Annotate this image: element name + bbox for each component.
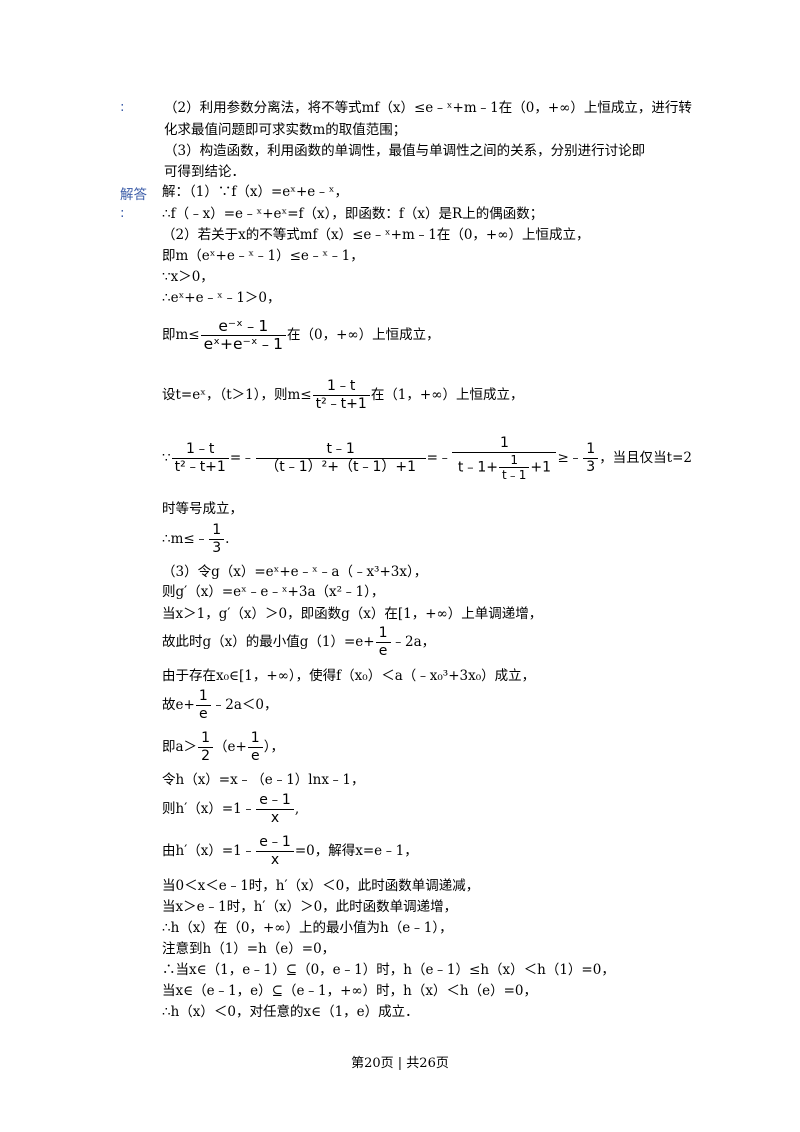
analysis-line-2: 化求最值问题即可求实数m的取值范围； xyxy=(164,122,407,138)
solution-line-3: （2）若关于x的不等式mf（x）≤e﹣ˣ+m﹣1在（0，+∞）上恒成立， xyxy=(162,227,590,243)
solution-line-13: 则g′（x）=eˣ﹣e﹣ˣ+3a（x²﹣1）， xyxy=(162,584,385,600)
analysis-line-1: （2）利用参数分离法，将不等式mf（x）≤e﹣ˣ+m﹣1在（0，+∞）上恒成立，… xyxy=(164,100,692,116)
solution-line-14: 当x＞1，g′（x）＞0，即函数g（x）在[1，+∞）上单调递增， xyxy=(162,606,543,622)
solution-line-19: 令h（x）=x﹣（e﹣1）lnx﹣1， xyxy=(162,772,365,788)
solution-line-23: 当x＞e﹣1时，h′（x）＞0，此时函数单调递增， xyxy=(162,899,458,915)
solution-line-6: ∴eˣ+e﹣ˣ﹣1＞0， xyxy=(162,290,281,306)
solution-line-27: 当x∈（e﹣1，e）⊆（e﹣1，+∞）时，h（x）＜h（e）=0， xyxy=(162,983,538,999)
answer-colon: : xyxy=(120,205,125,221)
solution-line-4: 即m（eˣ+e﹣ˣ﹣1）≤e﹣ˣ﹣1， xyxy=(162,248,364,264)
solution-line-5: ∵x＞0， xyxy=(162,269,214,285)
solution-line-16: 由于存在x₀∈[1，+∞），使得f（x₀）＜a（﹣x₀³+3x₀）成立， xyxy=(162,668,536,684)
solution-line-28: ∴h（x）＜0，对任意的x∈（1，e）成立． xyxy=(162,1004,419,1020)
solution-line-10: 时等号成立， xyxy=(162,501,243,517)
solution-line-24: ∴h（x）在（0，+∞）上的最小值为h（e﹣1）， xyxy=(162,920,453,936)
solution-line-2: ∴f（﹣x）=e﹣ˣ+eˣ=f（x），即函数：f（x）是R上的偶函数； xyxy=(162,206,544,222)
solution-line-25: 注意到h（1）=h（e）=0， xyxy=(162,941,336,957)
solution-line-12: （3）令g（x）=eˣ+e﹣ˣ﹣a（﹣x³+3x）， xyxy=(162,564,428,580)
solution-line-26: ∴当x∈（1，e﹣1）⊆（0，e﹣1）时，h（e﹣1）≤h（x）＜h（1）=0， xyxy=(162,962,615,978)
answer-label: 解答 xyxy=(120,187,147,203)
analysis-line-3: （3）构造函数，利用函数的单调性，最值与单调性之间的关系，分别进行讨论即 xyxy=(164,143,646,159)
page-footer: 第20页 | 共26页 xyxy=(351,1056,449,1071)
solution-line-22: 当0＜x＜e﹣1时，h′（x）＜0，此时函数单调递减， xyxy=(162,878,480,894)
analysis-line-4: 可得到结论． xyxy=(164,164,245,180)
analysis-colon: : xyxy=(120,99,125,115)
solution-line-1: 解：（1）∵f（x）=eˣ+e﹣ˣ， xyxy=(162,184,348,200)
fraction-s9-2: t﹣1（t﹣1）²+（t﹣1）+1 xyxy=(255,441,426,476)
